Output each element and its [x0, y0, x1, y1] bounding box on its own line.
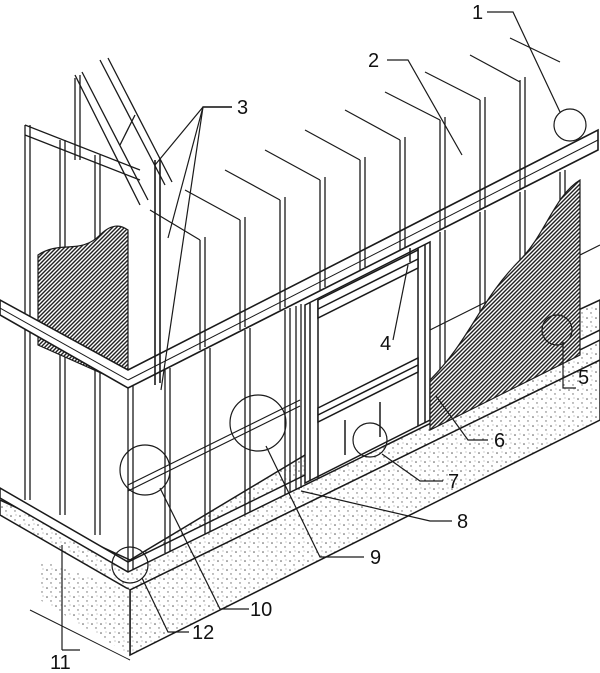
- callout-label-11: 11: [50, 652, 71, 673]
- upper-wall-studs: [199, 77, 526, 350]
- detail-circle-9: [229, 394, 287, 452]
- callout-label-7: 7: [448, 471, 459, 493]
- floor-joists: [149, 37, 561, 241]
- callout-label-1: 1: [472, 2, 483, 24]
- callout-label-10: 10: [250, 599, 272, 621]
- callout-label-6: 6: [494, 430, 505, 452]
- callout-circles: [111, 108, 587, 584]
- corner-post: [154, 158, 161, 385]
- leader-lines: [61, 11, 576, 651]
- callout-label-9: 9: [370, 547, 381, 569]
- callout-label-3: 3: [237, 97, 248, 119]
- detail-circle-5: [541, 314, 573, 346]
- detail-circle-1: [553, 108, 587, 142]
- window-opening: [304, 240, 431, 485]
- callout-label-4: 4: [380, 333, 391, 355]
- jamb-studs: [295, 304, 302, 490]
- callout-label-12: 12: [192, 622, 214, 644]
- callout-label-2: 2: [368, 50, 379, 72]
- detail-circle-10: [119, 444, 171, 496]
- detail-circle-7: [352, 422, 388, 458]
- detail-circle-12: [111, 546, 149, 584]
- roof-rafters: [24, 57, 173, 206]
- sheathing-right: [429, 178, 581, 431]
- callout-label-5: 5: [578, 367, 589, 389]
- callout-label-8: 8: [457, 511, 468, 533]
